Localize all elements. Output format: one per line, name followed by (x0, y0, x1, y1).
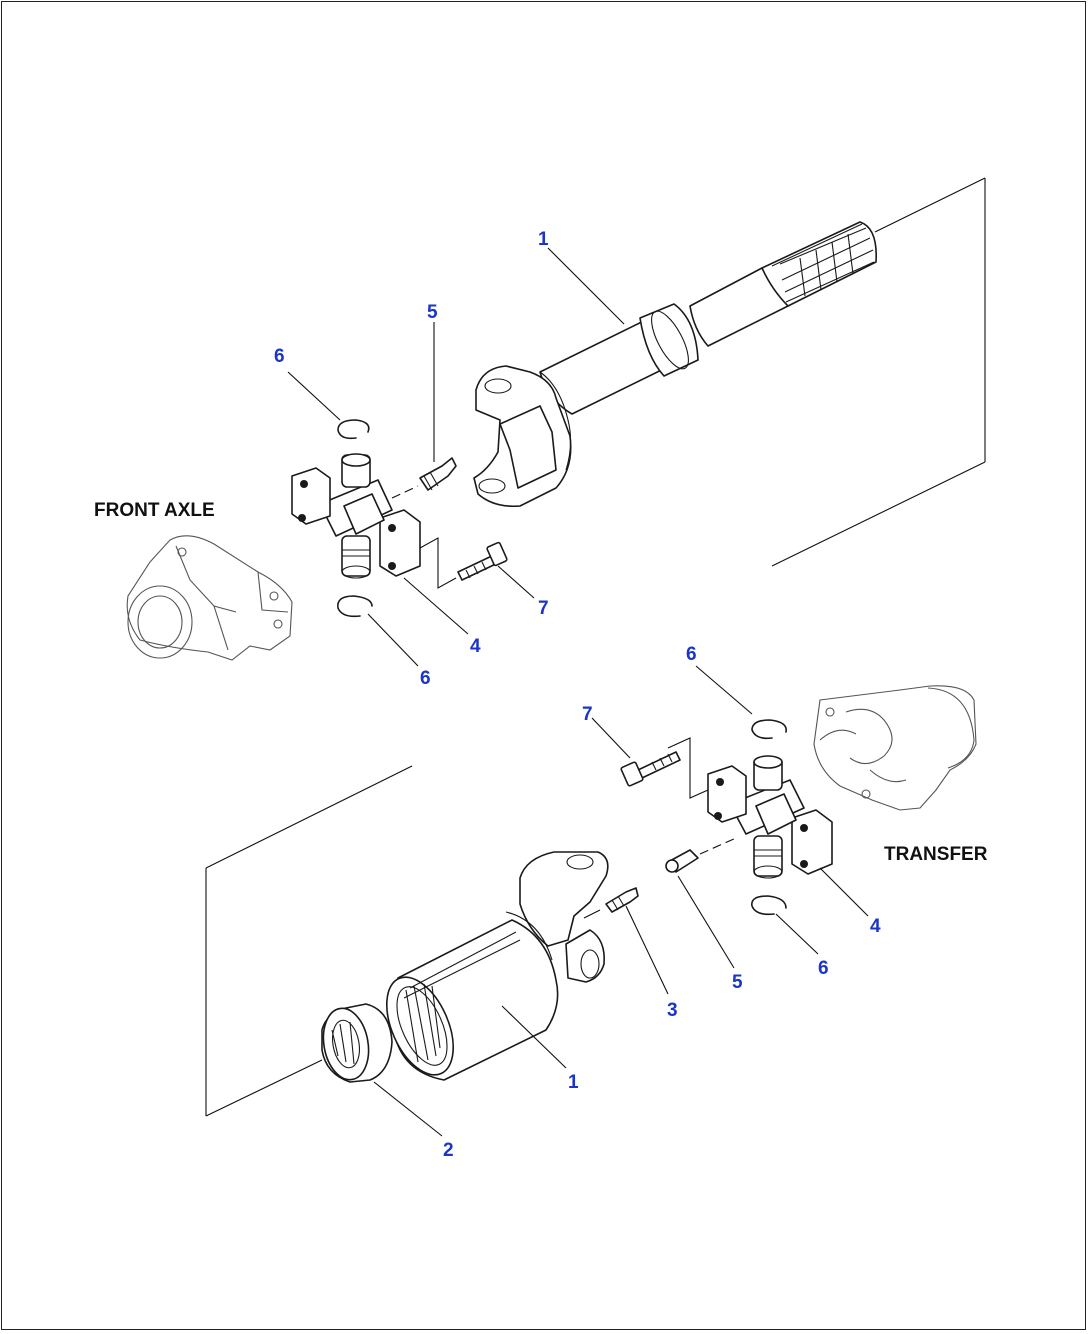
transfer-housing (813, 685, 977, 811)
top-spider (291, 453, 421, 579)
bottom-shaft-reference-box (205, 765, 413, 1117)
callout-top-shaft: 1 (538, 229, 549, 250)
callout-top-snap-ring-lower: 6 (420, 668, 431, 689)
callout-yoke-grease-fitting: 3 (667, 1000, 678, 1021)
bottom-grease-fitting (665, 837, 737, 873)
bottom-slip-yoke (386, 851, 609, 1081)
leader-lines (287, 247, 869, 1137)
bottom-bolt (620, 737, 709, 799)
top-bolt (419, 537, 508, 589)
callout-top-bolt: 7 (538, 598, 549, 619)
top-grease-fitting (391, 457, 457, 499)
callout-bottom-shaft: 1 (568, 1072, 579, 1093)
top-shaft-reference-box (771, 177, 986, 567)
callout-bottom-bolt: 7 (582, 704, 593, 725)
bottom-spider (707, 755, 833, 879)
callout-bottom-grease-fitting: 5 (732, 972, 743, 993)
callout-top-grease-fitting: 5 (427, 302, 438, 323)
bottom-snap-ring-lower (751, 895, 787, 916)
callout-seal: 2 (443, 1140, 454, 1161)
top-drive-shaft (473, 221, 877, 508)
transfer-label: TRANSFER (884, 844, 988, 865)
seal (321, 1003, 393, 1083)
callout-top-snap-ring-upper: 6 (274, 346, 285, 367)
front-axle-label: FRONT AXLE (94, 500, 215, 521)
front-axle-housing (126, 535, 293, 661)
callout-bottom-snap-ring-lower: 6 (818, 958, 829, 979)
top-snap-ring-upper (337, 419, 370, 440)
top-snap-ring-lower (337, 595, 373, 618)
callout-bottom-spider: 4 (870, 916, 881, 937)
bottom-snap-ring-upper (751, 719, 787, 740)
yoke-grease-fitting (583, 887, 639, 919)
callout-bottom-snap-ring-upper: 6 (686, 644, 697, 665)
callout-top-spider: 4 (470, 636, 481, 657)
